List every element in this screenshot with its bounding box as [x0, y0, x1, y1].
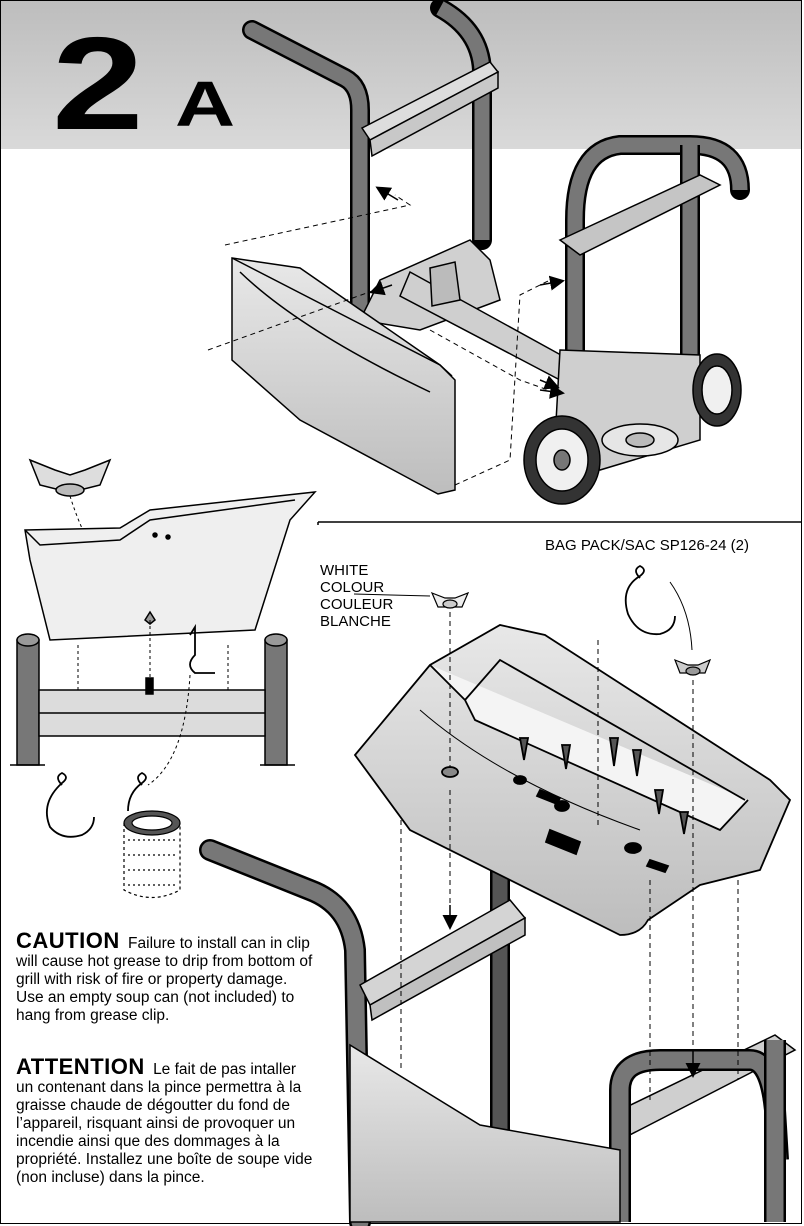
cart-frame-bottom [199, 839, 797, 1226]
grease-tray-top [231, 257, 456, 495]
step-number: 2 [52, 10, 144, 157]
white-colour-label: WHITE COLOUR COULEUR BLANCHE [320, 562, 410, 630]
caution-note: CAUTION Failure to install can in clip w… [16, 930, 316, 1025]
label-line: COLOUR [320, 579, 385, 596]
label-line: WHITE [320, 562, 369, 579]
grease-tray-main [353, 624, 792, 936]
label-line: BLANCHE [320, 613, 391, 630]
attention-heading: ATTENTION [16, 1054, 145, 1079]
step-letter: A [175, 68, 236, 140]
attention-note: ATTENTION Le fait de pas intaller un con… [16, 1056, 316, 1187]
grease-clip-icon [624, 564, 676, 636]
soup-can-icon [123, 810, 181, 899]
attention-text: Le fait de pas intaller un contenant dan… [16, 1061, 313, 1186]
bracket-detail [10, 633, 295, 766]
grease-tray-detail [24, 491, 317, 641]
caution-text: Failure to install can in clip will caus… [16, 935, 313, 1024]
arrow-icon [369, 186, 565, 399]
guide-lines-bottom [400, 612, 739, 1100]
wheel-icon [523, 353, 742, 505]
wing-nut-icon [430, 591, 712, 676]
guide-lines-top [207, 194, 551, 486]
caution-heading: CAUTION [16, 928, 120, 953]
bag-pack-label: BAG PACK/SAC SP126-24 (2) [545, 537, 749, 554]
cart-frame-top [242, 0, 571, 382]
arrow-icon [442, 905, 701, 1078]
label-line: COULEUR [320, 596, 394, 613]
grease-clip-icon [46, 623, 215, 838]
wing-nut-icon [28, 458, 112, 497]
